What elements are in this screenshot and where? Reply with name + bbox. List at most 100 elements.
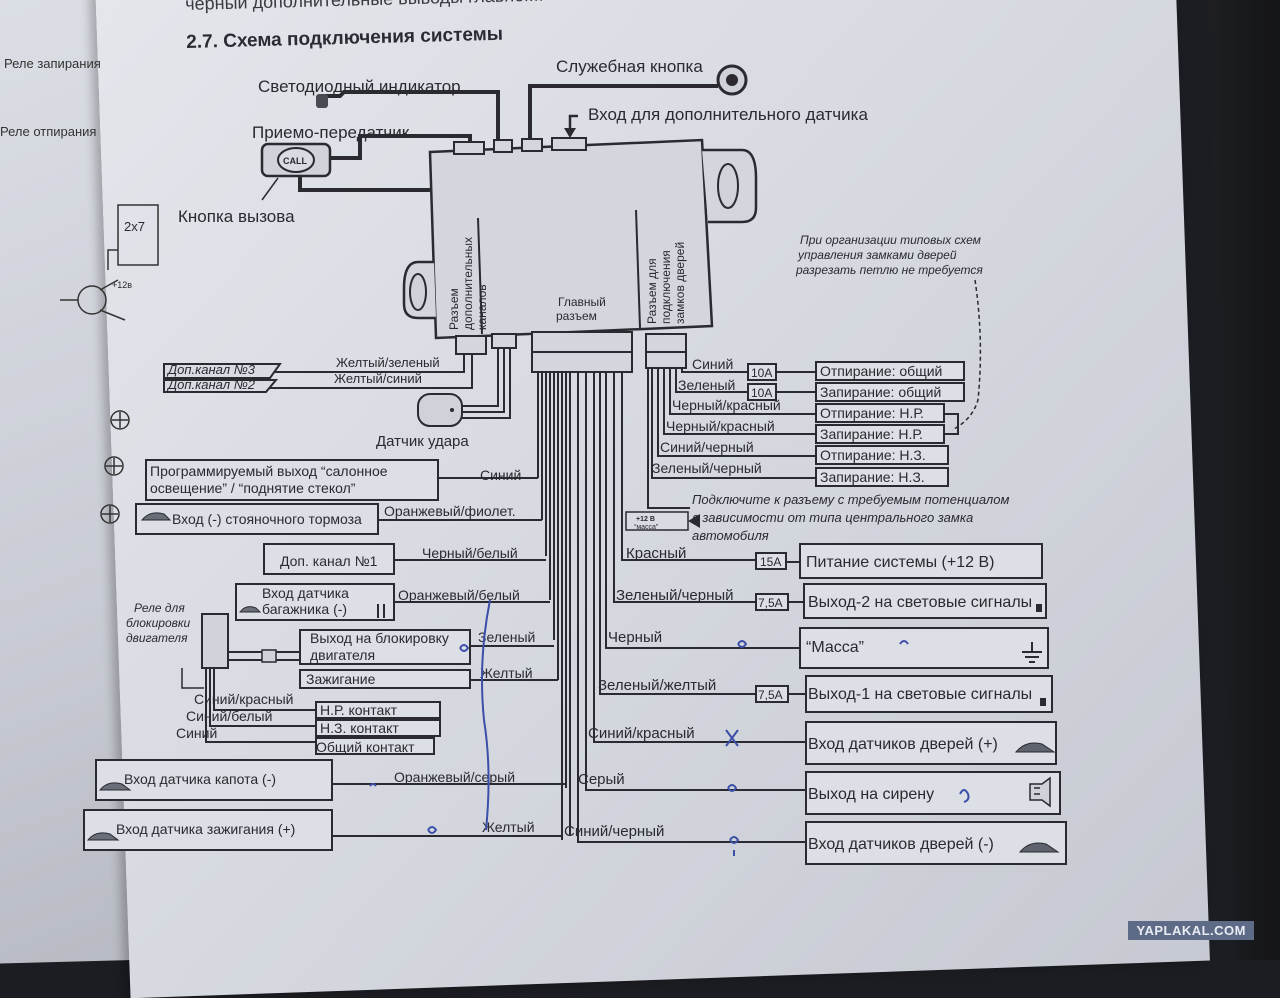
right-box-3: “Масса” bbox=[806, 639, 864, 656]
pen-annotations bbox=[369, 599, 970, 856]
service-button-label: Служебная кнопка bbox=[556, 57, 703, 76]
right-wire-1: Красный bbox=[626, 545, 686, 562]
left-box-5: Выход на блокировку двигателя bbox=[310, 630, 453, 663]
left-wire-1: Синий bbox=[480, 467, 521, 483]
lock-fuse-1: 10А bbox=[751, 366, 772, 380]
relay-wire-2: Синий/белый bbox=[186, 708, 272, 724]
watermark: YAPLAKAL.COM bbox=[1128, 921, 1254, 940]
relay-contact-boxes bbox=[315, 701, 441, 755]
left-box-7: Вход датчика капота (-) bbox=[124, 771, 276, 787]
transistor-symbol bbox=[77, 285, 107, 315]
note-loop: При организации типовых схем управления … bbox=[795, 233, 984, 277]
left-wire-4: Оранжевый/белый bbox=[398, 587, 520, 603]
transceiver-label: Приемо-передатчик bbox=[252, 123, 410, 142]
right-box-2: Выход-2 на световые сигналы bbox=[808, 594, 1032, 611]
lock-wire-3: Черный/красный bbox=[672, 397, 781, 413]
right-box-5: Вход датчиков дверей (+) bbox=[808, 736, 998, 753]
left-wire-3: Черный/белый bbox=[422, 545, 518, 561]
led-label: Светодиодный индикатор bbox=[258, 77, 461, 96]
left-box-6: Зажигание bbox=[306, 671, 376, 687]
left-box-4: Вход датчика багажника (-) bbox=[262, 585, 353, 617]
lock-label-3: Отпирание: Н.Р. bbox=[820, 405, 924, 421]
right-fuse-3: 7,5А bbox=[758, 688, 783, 702]
lock-label-6: Запирание: Н.З. bbox=[820, 469, 925, 485]
wiring-diagram: 2х7 +12в Разъем дополнительных каналов bbox=[60, 57, 1067, 865]
lock-wire-5: Синий/черный bbox=[660, 439, 754, 455]
extra-channel-3-wire: Желтый/зеленый bbox=[336, 355, 440, 370]
relay-contact-3: Общий контакт bbox=[316, 739, 415, 755]
relay-box-left bbox=[117, 204, 159, 266]
right-fuse-1: 15А bbox=[760, 555, 781, 569]
locks-connector-plug bbox=[645, 333, 687, 353]
car-icons-left bbox=[86, 512, 262, 841]
right-wire-4: Зеленый/желтый bbox=[598, 677, 716, 694]
relay-wire-3: Синий bbox=[176, 725, 217, 741]
call-button-label: Кнопка вызова bbox=[178, 207, 295, 226]
lock-wire-1: Синий bbox=[692, 356, 733, 372]
service-button bbox=[528, 64, 748, 138]
relay-unlock-label: Реле отпирания bbox=[0, 124, 97, 139]
shock-sensor-label: Датчик удара bbox=[376, 433, 469, 450]
extra-sensor-arrow bbox=[564, 114, 578, 138]
main-wire-bundle bbox=[537, 372, 623, 840]
left-wire-7: Оранжевый/серый bbox=[394, 769, 515, 785]
lock-boxes bbox=[815, 361, 965, 487]
lock-label-1: Отпирание: общий bbox=[820, 363, 942, 379]
left-box-1: Программируемый выход “салонное освещени… bbox=[150, 463, 391, 496]
extra-sensor-label: Вход для дополнительного датчика bbox=[588, 105, 868, 124]
relay-wire-1: Синий/красный bbox=[194, 691, 294, 707]
left-wire-6: Желтый bbox=[480, 665, 533, 681]
locks-connector-label: Разъем для подключения замков дверей bbox=[645, 242, 687, 324]
relay-contact-2: Н.З. контакт bbox=[320, 720, 399, 736]
right-box-6: Выход на сирену bbox=[808, 786, 934, 803]
transceiver-unit bbox=[260, 134, 472, 192]
left-output-boxes bbox=[83, 459, 471, 851]
lock-fuse-2: 10А bbox=[751, 386, 772, 400]
extra-channels-connector-label: Разъем дополнительных каналов bbox=[447, 234, 489, 330]
alarm-module bbox=[402, 137, 758, 373]
left-margin-icons bbox=[100, 410, 130, 524]
left-wire-2: Оранжевый/фиолет. bbox=[384, 503, 516, 519]
right-box-1: Питание системы (+12 В) bbox=[806, 554, 994, 571]
ground-icon bbox=[1022, 642, 1042, 663]
right-wire-7: Синий/черный bbox=[564, 823, 664, 840]
locks-wire-bundle bbox=[647, 368, 959, 509]
right-wire-leads bbox=[577, 520, 806, 843]
lock-wire-2: Зеленый bbox=[678, 377, 735, 393]
right-output-boxes bbox=[799, 543, 1067, 865]
extra-channel-2-label: Доп.канал №2 bbox=[166, 377, 256, 392]
left-wire-5: Зеленый bbox=[478, 629, 535, 645]
left-box-8: Вход датчика зажигания (+) bbox=[116, 821, 295, 837]
right-wire-5: Синий/красный bbox=[588, 725, 695, 742]
led-indicator bbox=[316, 90, 500, 140]
shock-sensor bbox=[417, 348, 511, 427]
left-box-3: Доп. канал №1 bbox=[280, 553, 378, 569]
lamp-icons bbox=[1036, 604, 1046, 706]
lock-label-4: Запирание: Н.Р. bbox=[820, 426, 923, 442]
lock-fuses bbox=[747, 363, 777, 401]
call-badge: CALL bbox=[283, 156, 307, 166]
potential-plug bbox=[625, 511, 700, 531]
note-potential: Подключите к разъему с требуемым потенци… bbox=[692, 492, 1013, 543]
extra-channels-connector-plug bbox=[455, 335, 487, 355]
main-connector-plug bbox=[531, 331, 633, 353]
right-box-4: Выход-1 на световые сигналы bbox=[808, 686, 1032, 703]
right-box-7: Вход датчиков дверей (-) bbox=[808, 836, 994, 853]
relay-lock-label: Реле запирания bbox=[4, 56, 101, 71]
right-wire-3: Черный bbox=[608, 629, 662, 646]
right-fuses bbox=[755, 552, 789, 703]
plus12-label: +12в bbox=[112, 280, 132, 290]
right-wire-6: Серый bbox=[578, 771, 625, 788]
extra-channel-3-label: Доп.канал №3 bbox=[166, 362, 256, 377]
lock-label-5: Отпирание: Н.З. bbox=[820, 447, 926, 463]
lock-label-2: Запирание: общий bbox=[820, 384, 941, 400]
engine-block-relay bbox=[181, 604, 385, 743]
lock-wire-6: Зеленый/черный bbox=[652, 460, 762, 476]
right-fuse-2: 7,5А bbox=[758, 596, 783, 610]
relay-title: Реле для блокировки двигателя bbox=[126, 601, 194, 645]
siren-icon bbox=[1029, 776, 1051, 808]
left-page-fragment bbox=[60, 204, 159, 321]
left-box-2: Вход (-) стояночного тормоза bbox=[172, 511, 362, 527]
extra-channel-2-wire: Желтый/синий bbox=[334, 371, 422, 386]
note-loop-pointer bbox=[951, 279, 982, 431]
